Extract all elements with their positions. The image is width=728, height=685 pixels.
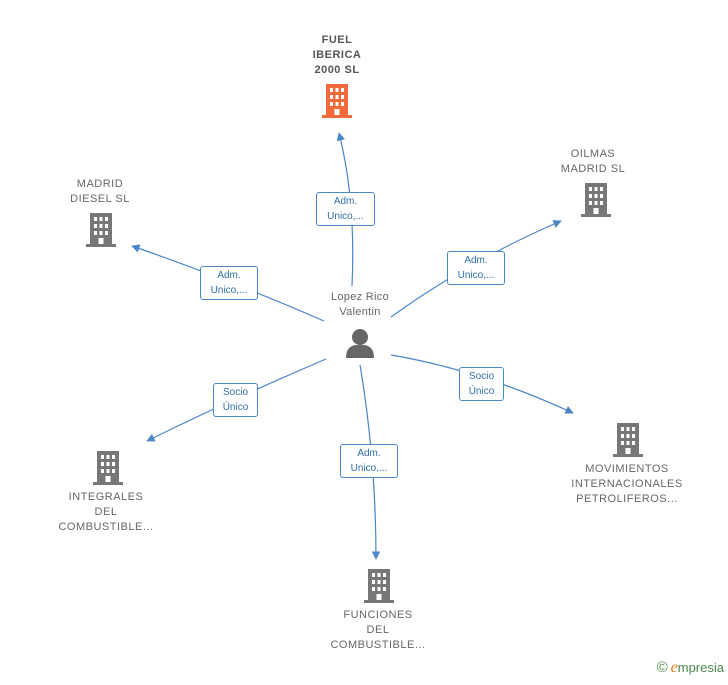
person-icon[interactable] <box>346 329 374 358</box>
building-icon[interactable] <box>322 84 352 118</box>
company-label-fuel[interactable]: FUEL IBERICA 2000 SL <box>312 34 362 76</box>
building-icon[interactable] <box>581 183 611 217</box>
company-label-oilmas[interactable]: OILMAS MADRID SL <box>560 148 626 175</box>
company-label-funciones[interactable]: FUNCIONES DEL COMBUSTIBLE... <box>330 609 426 651</box>
copyright-symbol: © <box>656 659 668 676</box>
person-label[interactable]: Lopez Rico Valentin <box>330 291 390 318</box>
brand-name: mpresia <box>677 660 724 675</box>
building-icon[interactable] <box>364 569 394 603</box>
relation-label-oilmas[interactable]: Adm. Unico,... <box>447 251 505 285</box>
building-icon[interactable] <box>93 451 123 485</box>
relation-label-madrid-diesel[interactable]: Adm. Unico,... <box>200 266 258 300</box>
company-label-integrales[interactable]: INTEGRALES DEL COMBUSTIBLE... <box>58 491 154 533</box>
relation-label-funciones[interactable]: Adm. Unico,... <box>340 444 398 478</box>
company-label-movimientos[interactable]: MOVIMIENTOS INTERNACIONALES PETROLIFEROS… <box>571 463 683 505</box>
building-icon[interactable] <box>86 213 116 247</box>
brand-initial: e <box>670 659 678 676</box>
relation-label-fuel[interactable]: Adm. Unico,... <box>316 192 375 226</box>
company-label-madrid-diesel[interactable]: MADRID DIESEL SL <box>70 178 130 205</box>
brand-watermark: ©empresia <box>657 659 724 677</box>
relation-label-integrales[interactable]: Socio Único <box>213 383 258 417</box>
building-icon[interactable] <box>613 423 643 457</box>
relation-label-movimientos[interactable]: Socio Único <box>459 367 504 401</box>
